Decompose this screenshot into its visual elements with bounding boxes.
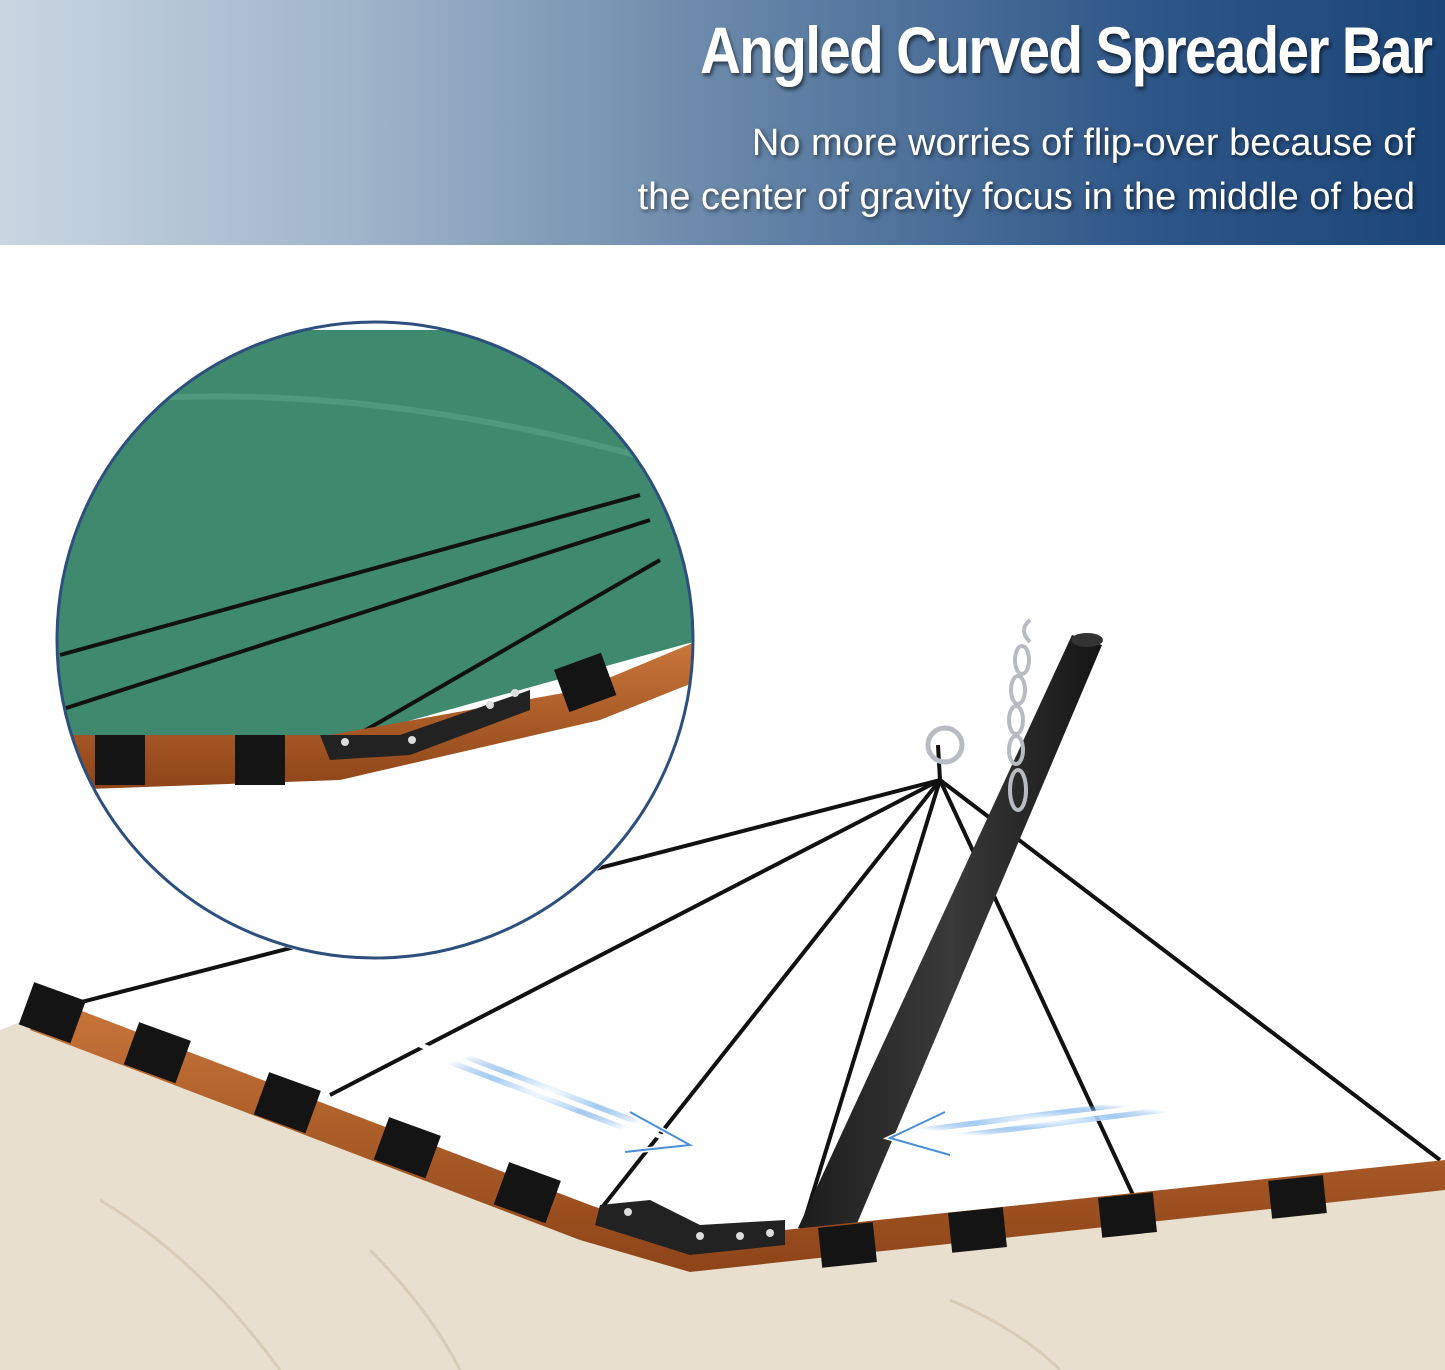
inset-closeup: [55, 320, 695, 960]
stand-pole: [798, 633, 1103, 1240]
hammock-illustration: [0, 320, 1445, 1370]
banner-subtitle-line1: No more worries of flip-over because of: [751, 122, 1415, 164]
right-arrow-icon: [882, 1094, 1193, 1158]
spreader-bar: [18, 982, 1445, 1272]
chain-hook: [925, 618, 1032, 812]
banner-subtitle-line2: the center of gravity focus in the middl…: [637, 176, 1415, 218]
banner-title: Angled Curved Spreader Bar: [699, 13, 1433, 87]
metal-bracket: [595, 1200, 785, 1255]
header-banner: Angled Curved Spreader Bar No more worri…: [0, 0, 1445, 245]
left-arrow-icon: [412, 1037, 699, 1155]
